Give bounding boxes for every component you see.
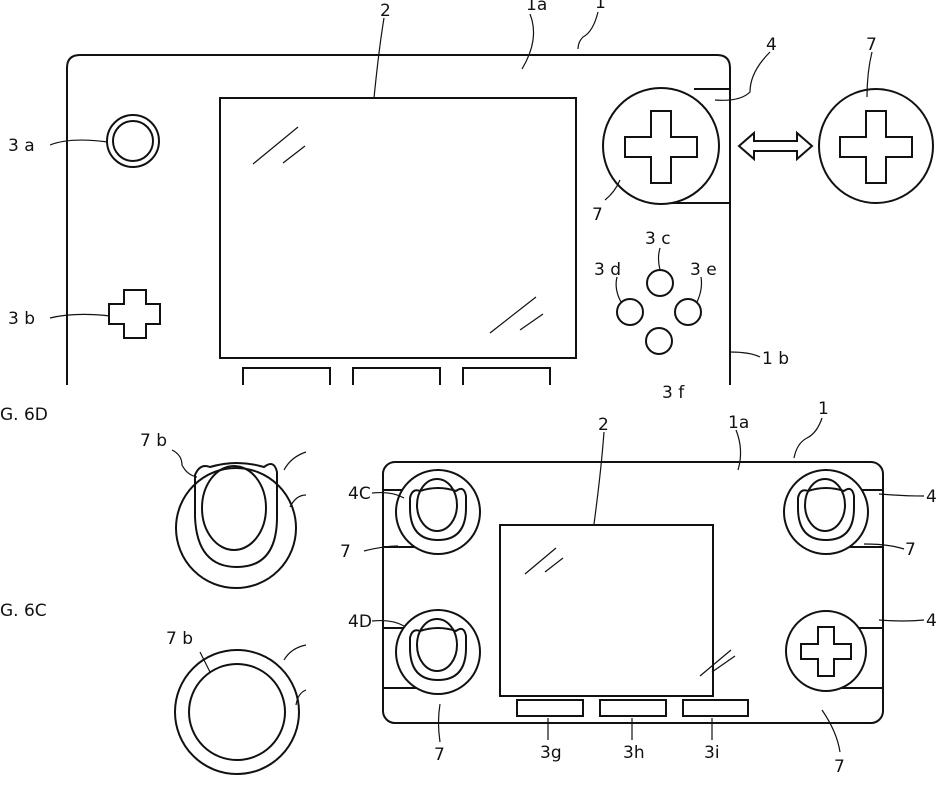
stick-top [201, 465, 267, 551]
button-3f [645, 327, 673, 355]
ring-inner [188, 663, 286, 761]
label-3e: 3 e [690, 260, 717, 280]
button-3c [646, 269, 674, 297]
label-control-left-bottom: 7 [434, 745, 445, 765]
label-3b: 3 b [8, 309, 35, 329]
label-3d: 3 d [594, 260, 621, 280]
label-control-right-bottom: 7 [834, 757, 845, 777]
fig-6c-label-7b: 7 b [166, 629, 193, 649]
stick-cap [194, 462, 278, 569]
label-recess-right-bottom: 4 [926, 611, 937, 631]
label-attached-control: 7 [592, 205, 603, 225]
screen-glare [252, 126, 544, 334]
fig-6c-caption: G. 6C [0, 601, 47, 621]
label-4d: 4D [348, 612, 372, 632]
right-top-stick [783, 469, 869, 555]
bottom-buttons [516, 699, 749, 717]
label-3c: 3 c [645, 229, 671, 249]
label-recess: 4 [766, 35, 777, 55]
bottom-buttons [242, 367, 551, 385]
dpad-cross-icon [624, 110, 698, 184]
screen [499, 524, 714, 697]
label-device: 1 [818, 399, 829, 419]
device-body [382, 461, 884, 724]
detached-control-7 [818, 88, 934, 204]
label-control-right-top: 7 [905, 540, 916, 560]
fig-6d: G. 6D 7 b [0, 405, 307, 589]
left-bottom-stick [395, 609, 481, 695]
ring-outer [174, 649, 300, 775]
dpad-3b [108, 289, 161, 339]
label-4c: 4C [348, 484, 371, 504]
dpad-cross-icon [800, 626, 852, 677]
double-arrow-icon [737, 130, 814, 162]
top-device: 2 1a 1 4 7 7 3 a 3 b 3 c 3 d 3 e 3 f 1 b [8, 0, 934, 403]
label-3f: 3 f [662, 383, 685, 403]
right-dpad-control [785, 610, 867, 692]
label-screen: 2 [380, 1, 391, 21]
screen [219, 97, 577, 359]
fig-6d-caption: G. 6D [0, 405, 48, 425]
label-3i: 3i [704, 743, 720, 763]
label-detached-control: 7 [866, 35, 877, 55]
label-3a: 3 a [8, 136, 35, 156]
bottom-device: 2 1a 1 4C 7 4D 7 3g 3h 3i 7 4 7 4 [340, 399, 937, 777]
dpad-cross-icon [839, 110, 913, 184]
attached-control-7 [602, 87, 720, 205]
label-3h: 3h [623, 743, 645, 763]
label-face: 1a [526, 0, 547, 15]
label-screen: 2 [598, 415, 609, 435]
screen-glare [524, 547, 736, 677]
label-device: 1 [595, 0, 606, 13]
label-side: 1 b [762, 349, 789, 369]
label-face: 1a [728, 413, 749, 433]
button-3a [112, 120, 154, 162]
fig-6d-label-7b: 7 b [140, 431, 167, 451]
label-control-left-top: 7 [340, 542, 351, 562]
label-recess-right-top: 4 [926, 487, 937, 507]
button-3d [616, 298, 644, 326]
fig-6c: G. 6C 7 b [0, 601, 307, 775]
device-body [66, 54, 731, 385]
left-top-stick [395, 469, 481, 555]
button-3a-outer [106, 114, 160, 168]
label-3g: 3g [540, 743, 562, 763]
stick-base [175, 467, 297, 589]
button-3e [674, 298, 702, 326]
